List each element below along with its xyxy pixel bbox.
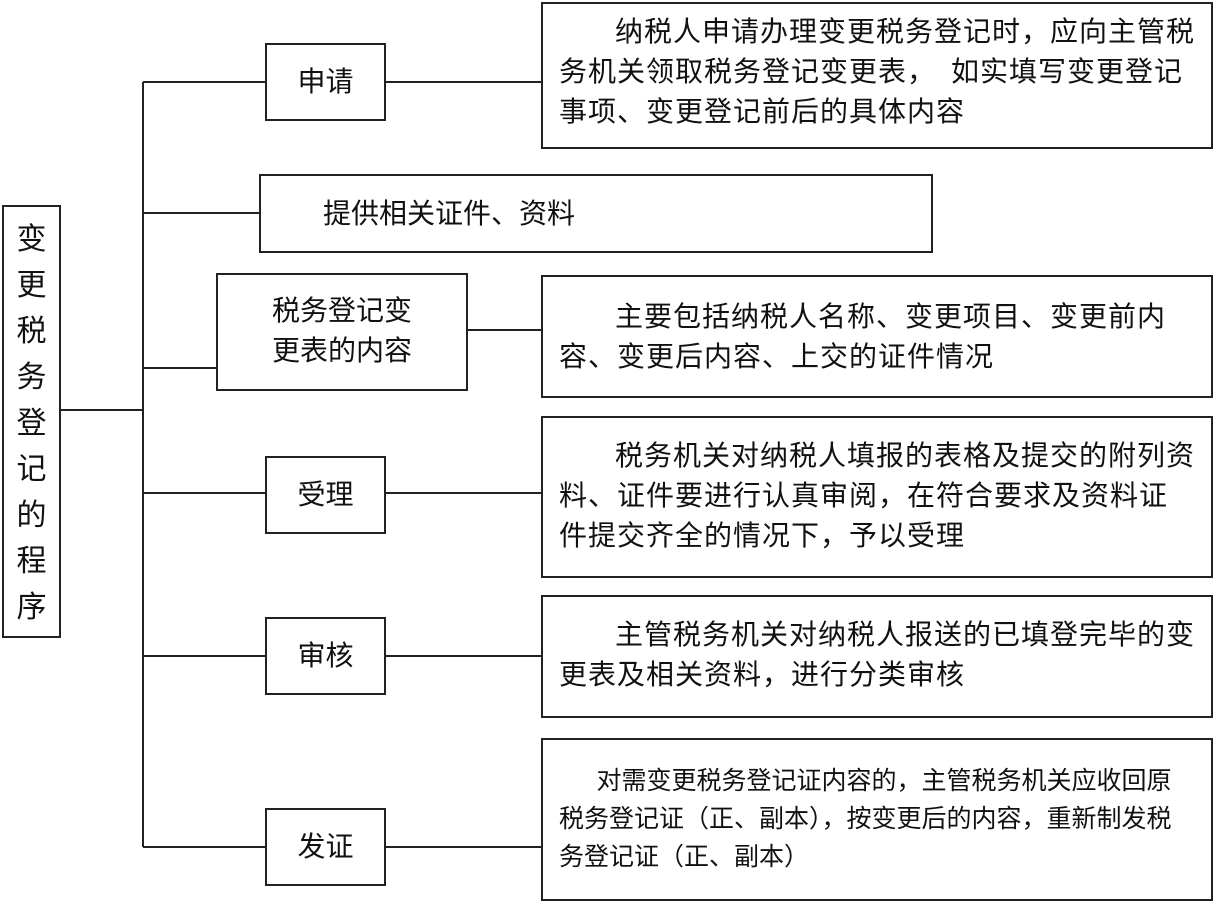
- step-issue-description: 对需变更税务登记证内容的，主管税务机关应收回原税务登记证（正、副本），按变更后的…: [541, 738, 1213, 901]
- title-char: 更: [16, 268, 47, 303]
- root-title-box: 变 更 税 务 登 记 的 程 序: [2, 205, 61, 638]
- step-issue-box: 发证: [265, 808, 386, 886]
- title-char: 税: [16, 314, 47, 349]
- step-review-description: 主管税务机关对纳税人报送的已填登完毕的变更表及相关资料，进行分类审核: [541, 595, 1213, 718]
- step-apply-label: 申请: [297, 65, 354, 98]
- step-documents-label: 提供相关证件、资料: [323, 197, 576, 230]
- title-char: 程: [16, 544, 47, 579]
- title-char: 变: [16, 222, 47, 257]
- step-apply-box: 申请: [265, 43, 386, 121]
- step-review-label: 审核: [297, 639, 354, 672]
- step-apply-description: 纳税人申请办理变更税务登记时，应向主管税务机关领取税务登记变更表， 如实填写变更…: [541, 2, 1213, 149]
- step-form-content-description: 主要包括纳税人名称、变更项目、变更前内容、变更后内容、上交的证件情况: [541, 275, 1213, 398]
- title-char: 务: [16, 360, 47, 395]
- title-char: 的: [16, 498, 47, 533]
- step-documents-box: 提供相关证件、资料: [259, 174, 933, 253]
- title-char: 序: [16, 590, 47, 625]
- title-char: 登: [16, 406, 47, 441]
- step-form-content-box: 税务登记变 更表的内容: [216, 273, 468, 391]
- step-accept-description: 税务机关对纳税人填报的表格及提交的附列资料、证件要进行认真审阅，在符合要求及资料…: [541, 416, 1213, 578]
- step-accept-label: 受理: [297, 478, 354, 511]
- step-accept-box: 受理: [265, 456, 386, 534]
- title-char: 记: [16, 452, 47, 487]
- step-issue-label: 发证: [297, 830, 354, 863]
- step-review-box: 审核: [265, 617, 386, 695]
- step-form-content-label-line1: 税务登记变: [271, 294, 412, 327]
- step-form-content-label-line2: 更表的内容: [271, 334, 412, 367]
